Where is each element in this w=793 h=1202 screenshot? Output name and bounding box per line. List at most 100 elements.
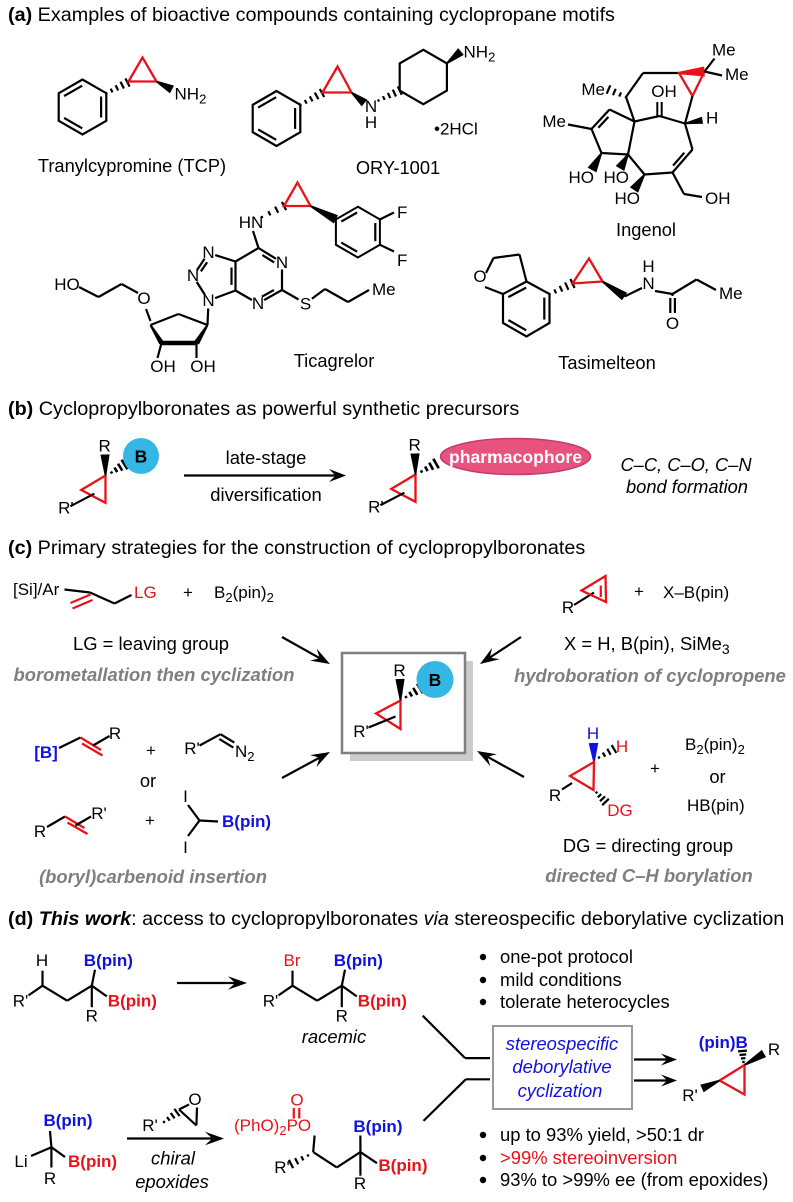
svg-text:(d) This work: access to cyclo: (d) This work: access to cyclopropylboro… (8, 908, 784, 930)
svg-text:R': R' (184, 739, 200, 758)
svg-text:Me: Me (719, 284, 743, 303)
svg-text:R': R' (353, 722, 369, 741)
svg-text:B(pin): B(pin) (84, 951, 133, 970)
svg-text:up to 93% yield, >50:1 dr: up to 93% yield, >50:1 dr (500, 1124, 704, 1145)
svg-text:•2HCl: •2HCl (434, 120, 478, 139)
svg-text:H: H (587, 724, 599, 743)
svg-text:HN: HN (239, 213, 264, 232)
svg-text:O: O (188, 1090, 201, 1109)
svg-text:R: R (354, 1174, 366, 1193)
svg-text:Me: Me (581, 80, 605, 99)
svg-text:B2(pin)2: B2(pin)2 (685, 735, 745, 757)
svg-text:I: I (183, 787, 188, 806)
svg-text:ORY-1001: ORY-1001 (356, 157, 440, 178)
svg-text:H: H (365, 113, 377, 132)
svg-text:+: + (634, 582, 644, 601)
svg-text:+: + (650, 759, 660, 778)
svg-text:R': R' (13, 992, 29, 1011)
svg-text:chiral: chiral (151, 1148, 196, 1169)
svg-text:R': R' (142, 1116, 158, 1135)
svg-text:stereospecific: stereospecific (506, 1033, 618, 1054)
svg-text:Li: Li (14, 1152, 27, 1171)
svg-text:deborylative: deborylative (512, 1056, 611, 1077)
svg-text:R: R (44, 1169, 56, 1188)
svg-text:+: + (183, 583, 193, 602)
svg-text:F: F (397, 203, 407, 222)
svg-text:LG: LG (134, 583, 157, 602)
svg-text:B(pin): B(pin) (43, 1111, 92, 1130)
svg-text:Tranylcypromine (TCP): Tranylcypromine (TCP) (38, 155, 226, 176)
svg-text:B(pin): B(pin) (378, 1156, 427, 1175)
svg-text:(c) Primary strategies for the: (c) Primary strategies for the construct… (8, 537, 585, 559)
svg-text:B(pin): B(pin) (222, 812, 271, 831)
svg-text:B(pin): B(pin) (108, 992, 157, 1011)
svg-text:R: R (768, 1040, 780, 1059)
svg-text:C–C, C–O, C–N: C–C, C–O, C–N (620, 454, 752, 475)
svg-text:B: B (429, 670, 442, 690)
svg-text:B(pin): B(pin) (334, 951, 383, 970)
svg-text:R: R (562, 598, 574, 617)
svg-text:pharmacophore: pharmacophore (449, 447, 582, 467)
svg-text:OH: OH (705, 189, 731, 208)
svg-text:R': R' (58, 499, 74, 518)
svg-text:[B]: [B] (34, 743, 58, 762)
svg-text:N: N (276, 253, 288, 272)
svg-text:OH: OH (190, 357, 216, 376)
svg-text:R: R (34, 822, 46, 841)
svg-text:>99% stereoinversion: >99% stereoinversion (500, 1147, 677, 1168)
svg-text:R: R (409, 436, 421, 455)
svg-text:directed C–H borylation: directed C–H borylation (545, 865, 752, 886)
svg-text:R': R' (91, 804, 107, 823)
svg-text:R: R (86, 1007, 98, 1026)
svg-text:B: B (135, 447, 148, 467)
svg-text:N: N (187, 266, 199, 285)
svg-text:N: N (202, 291, 214, 310)
svg-text:R: R (336, 1007, 348, 1026)
svg-text:[Si]/Ar: [Si]/Ar (13, 580, 60, 599)
svg-text:R': R' (682, 1086, 698, 1105)
svg-text:borometallation then cyclizati: borometallation then cyclization (13, 664, 294, 685)
svg-text:R: R (99, 437, 111, 456)
svg-text:R': R' (368, 498, 384, 517)
svg-text:LG = leaving group: LG = leaving group (73, 633, 229, 654)
svg-text:OH: OH (150, 357, 176, 376)
svg-text:HO: HO (569, 168, 595, 187)
svg-text:cyclization: cyclization (518, 1080, 603, 1101)
svg-text:N: N (252, 294, 264, 313)
svg-text:Me: Me (372, 280, 396, 299)
svg-text:DG = directing group: DG = directing group (563, 835, 733, 856)
svg-text:+: + (146, 741, 156, 760)
svg-text:R: R (393, 661, 405, 680)
svg-text:(PhO)2PO: (PhO)2PO (234, 1116, 311, 1138)
svg-text:HO: HO (615, 189, 641, 208)
svg-text:bond formation: bond formation (626, 476, 748, 497)
svg-text:B(pin): B(pin) (353, 1117, 402, 1136)
svg-text:OH: OH (651, 82, 677, 101)
svg-text:racemic: racemic (302, 1026, 366, 1047)
svg-text:(boryl)carbenoid insertion: (boryl)carbenoid insertion (39, 866, 267, 887)
svg-text:or: or (709, 766, 725, 787)
svg-text:B2(pin)2: B2(pin)2 (214, 583, 274, 605)
svg-text:+: + (145, 811, 155, 830)
svg-text:(a) Examples of bioactive comp: (a) Examples of bioactive compounds cont… (8, 4, 615, 26)
svg-text:R: R (109, 724, 121, 743)
svg-text:I: I (183, 838, 188, 857)
svg-text:B(pin): B(pin) (358, 992, 407, 1011)
svg-text:Br: Br (284, 951, 301, 970)
svg-text:hydroboration of cyclopropene: hydroboration of cyclopropene (514, 665, 786, 686)
svg-text:O: O (290, 1091, 303, 1110)
svg-text:X = H, B(pin), SiMe3: X = H, B(pin), SiMe3 (564, 633, 730, 657)
svg-text:93% to >99% ee (from epoxides): 93% to >99% ee (from epoxides) (500, 1169, 768, 1190)
svg-text:H: H (36, 951, 48, 970)
svg-text:Me: Me (725, 65, 749, 84)
svg-text:R: R (549, 786, 561, 805)
svg-text:late-stage: late-stage (226, 447, 307, 468)
svg-text:N: N (642, 274, 654, 293)
svg-text:S: S (300, 295, 311, 314)
svg-text:or: or (140, 770, 156, 791)
svg-text:O: O (137, 289, 150, 308)
svg-text:Ticagrelor: Ticagrelor (294, 350, 375, 371)
svg-text:mild conditions: mild conditions (500, 969, 622, 990)
svg-text:O: O (666, 314, 679, 333)
svg-text:X–B(pin): X–B(pin) (663, 583, 729, 602)
